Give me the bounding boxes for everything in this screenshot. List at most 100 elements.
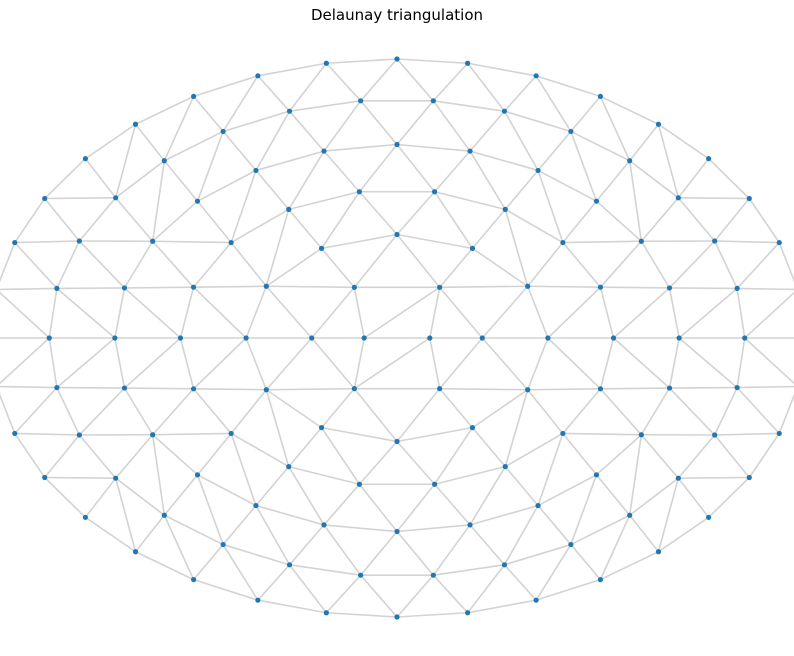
triangulation-edge <box>535 544 572 601</box>
triangulation-edge <box>230 433 257 506</box>
triangulation-node <box>675 195 681 201</box>
triangulation-node <box>321 522 327 528</box>
triangulation-edge <box>629 477 679 516</box>
triangulation-node <box>706 514 712 520</box>
triangulation-node <box>132 121 139 127</box>
triangulation-edge <box>708 158 750 200</box>
triangulation-edge <box>353 337 431 390</box>
triangulation-edge <box>595 434 642 476</box>
triangulation-edge <box>163 514 224 546</box>
triangulation-edge <box>44 476 86 518</box>
triangulation-edge <box>481 337 529 391</box>
triangulation-node <box>263 283 269 289</box>
triangulation-node <box>627 512 633 518</box>
triangulation-edge <box>439 286 483 339</box>
triangulation-edge <box>0 393 16 434</box>
triangulation-edge <box>320 427 361 485</box>
triangulation-node <box>465 60 471 66</box>
triangulation-edge <box>152 434 199 476</box>
triangulation-edge <box>84 516 136 553</box>
triangulation-node <box>742 335 748 341</box>
triangulation-node <box>121 285 128 291</box>
triangulation-edge <box>503 564 537 601</box>
triangulation-edge <box>321 233 398 250</box>
triangulation-node <box>638 432 644 438</box>
triangulation-node <box>734 384 740 391</box>
triangulation-edge <box>469 466 506 526</box>
triangulation-edge <box>230 389 267 434</box>
triangulation-edge <box>266 387 355 391</box>
triangulation-edge <box>612 337 671 389</box>
chart-title: Delaunay triangulation <box>310 6 484 24</box>
triangulation-edge <box>257 599 327 614</box>
triangulation-node <box>228 430 234 437</box>
triangulation-node <box>394 56 400 62</box>
triangulation-node <box>82 156 88 162</box>
triangulation-edge <box>245 285 268 339</box>
triangulation-node <box>545 335 551 341</box>
triangulation-edge <box>535 75 572 132</box>
triangulation-edge <box>255 150 325 172</box>
triangulation-edge <box>222 505 257 546</box>
triangulation-edge <box>535 75 601 98</box>
triangulation-edge <box>124 286 194 289</box>
triangulation-node <box>361 335 367 341</box>
triangulation-edge <box>230 432 290 468</box>
triangulation-node <box>243 335 249 341</box>
triangulation-edge <box>562 240 642 244</box>
triangulation-edge <box>713 240 738 289</box>
triangulation-node <box>501 562 508 568</box>
triangulation-node <box>323 60 329 66</box>
triangulation-node <box>394 614 400 620</box>
triangulation-edge <box>737 385 794 389</box>
triangulation-edge <box>714 240 780 244</box>
triangulation-edge <box>289 100 361 112</box>
triangulation-edge <box>48 288 58 339</box>
triangulation-node <box>255 597 261 603</box>
triangulation-edge <box>433 564 505 576</box>
triangulation-edge <box>14 198 46 244</box>
triangulation-edge <box>628 160 643 242</box>
triangulation-edge <box>504 432 564 468</box>
triangulation-edge <box>469 150 506 210</box>
triangulation-edge <box>288 524 325 566</box>
triangulation-edge <box>469 150 539 172</box>
triangulation-node <box>121 385 128 391</box>
triangulation-node <box>150 238 156 244</box>
triangulation-edge <box>360 58 398 102</box>
triangulation-edge <box>320 388 355 429</box>
triangulation-edge <box>434 465 506 486</box>
triangulation-edge <box>84 123 136 160</box>
triangulation-edge <box>325 574 362 614</box>
triangulation-node <box>627 158 633 164</box>
triangulation-node <box>610 335 617 341</box>
triangulation-edge <box>265 389 323 429</box>
triangulation-edge <box>526 285 549 339</box>
triangulation-edge <box>152 200 199 242</box>
triangulation-edge <box>123 287 182 339</box>
triangulation-edge <box>353 337 365 389</box>
triangulation-edge <box>678 287 738 339</box>
triangulation-edges <box>0 58 794 618</box>
triangulation-edge <box>255 169 290 210</box>
triangulation-edge <box>570 514 631 546</box>
triangulation-edge <box>433 191 474 249</box>
triangulation-edge <box>640 240 671 289</box>
triangulation-edge <box>288 208 323 249</box>
triangulation-edge <box>288 465 360 486</box>
triangulation-edge <box>135 95 194 125</box>
triangulation-edge <box>288 110 325 152</box>
triangulation-edge <box>396 440 436 485</box>
triangulation-edge <box>255 110 291 171</box>
triangulation-edge <box>396 58 468 65</box>
triangulation-node <box>467 148 473 154</box>
triangulation-edge <box>288 466 325 526</box>
triangulation-edge <box>115 197 154 242</box>
triangulation-node <box>560 430 566 437</box>
triangulation-node <box>479 335 485 341</box>
triangulation-edge <box>570 130 631 162</box>
triangulation-edge <box>677 158 710 199</box>
triangulation-edge <box>736 242 780 289</box>
triangulation-edge <box>193 387 267 391</box>
triangulation-edge <box>677 434 716 479</box>
